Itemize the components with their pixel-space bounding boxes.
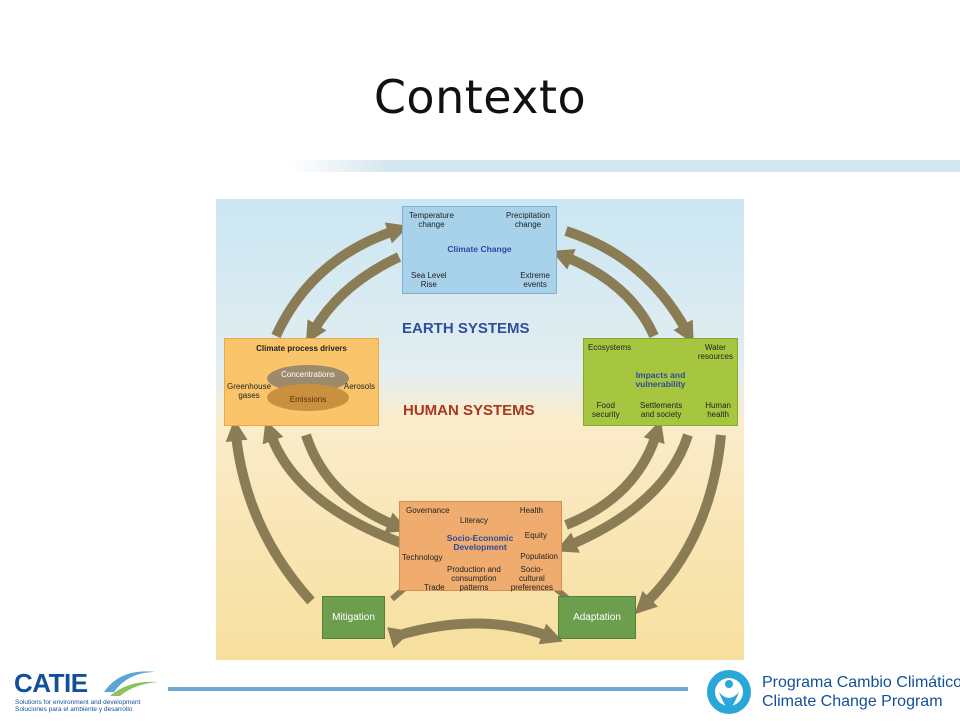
emissions-label: Emissions [289, 395, 327, 404]
trade-label: Trade [424, 583, 445, 592]
arrow-impacts-to-climate-inner [551, 249, 659, 339]
program-name-es: Programa Cambio Climático [762, 674, 960, 691]
climate-change-title: Climate Change [447, 244, 512, 254]
technology-label: Technology [402, 553, 443, 562]
governance-label: Governance [406, 506, 450, 515]
title-underline-bar [290, 160, 960, 172]
population-label: Population [520, 552, 558, 561]
arrow-climate-to-drivers-inner [305, 252, 402, 344]
emissions-ellipse [267, 384, 349, 411]
catie-swoosh-icon [104, 671, 158, 696]
slide-title: Contexto [373, 70, 587, 124]
arrow-drivers-to-socio-inner [301, 433, 409, 533]
arrow-climate-to-impacts-outer [564, 226, 694, 345]
mitigation-label: Mitigation [332, 612, 375, 623]
footer-divider [168, 687, 688, 691]
adaptation-box: Adaptation [558, 596, 636, 639]
arrow-impacts-to-socio-outer [555, 433, 693, 553]
arrow-impacts-to-adaptation [634, 434, 726, 615]
adaptation-label: Adaptation [573, 612, 621, 623]
equity-label: Equity [524, 531, 547, 540]
mitigation-box: Mitigation [322, 596, 385, 639]
human-systems-label: HUMAN SYSTEMS [403, 402, 535, 419]
drivers-title: Climate process drivers [256, 344, 347, 353]
program-name-en: Climate Change Program [762, 693, 943, 710]
arrow-mitigation-to-drivers [225, 419, 315, 605]
arrow-drivers-to-climate-outer [271, 222, 410, 339]
arrow-socio-to-drivers-outer [262, 419, 406, 549]
literacy-label: Literacy [460, 516, 489, 525]
catie-tagline-en: Solutions for environment and developmen… [15, 699, 141, 706]
catie-wordmark: CATIE [14, 668, 88, 698]
concentrations-label: Concentrations [281, 370, 335, 379]
catie-logo: CATIE Solutions for environment and deve… [12, 664, 162, 714]
climate-change-program-logo [703, 668, 755, 716]
climate-process-drivers-box: Climate process drivers Concentrations E… [224, 338, 379, 426]
program-emblem-icon [707, 670, 751, 714]
catie-tagline-es: Soluciones para el ambiente y desarrollo [15, 706, 133, 713]
arrow-mitigation-adaptation [387, 618, 564, 649]
socio-economic-development-box: Governance Health Literacy Equity Socio-… [399, 501, 562, 592]
aerosols-label: Aerosols [343, 382, 375, 391]
earth-systems-label: EARTH SYSTEMS [402, 320, 530, 337]
health-label: Health [519, 506, 543, 515]
arrow-socio-to-impacts-inner [564, 419, 665, 530]
ecosystems-label: Ecosystems [588, 343, 632, 352]
